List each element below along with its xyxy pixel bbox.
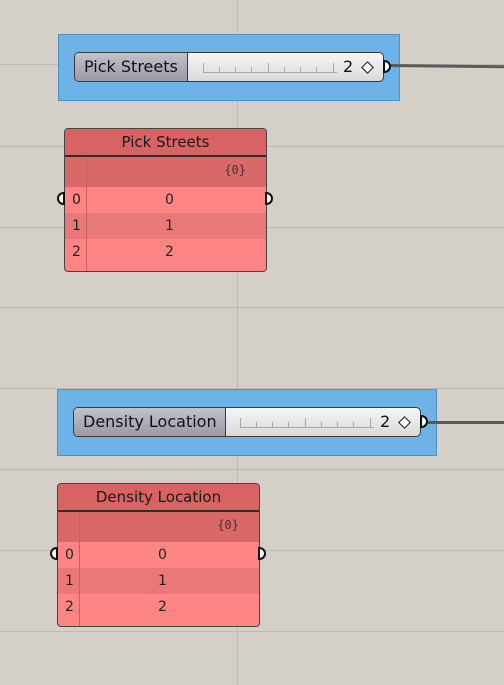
slider-value: 2 (343, 57, 354, 76)
output-wire (426, 421, 504, 424)
panel-title: Density Location (58, 484, 259, 512)
list-item: 2 2 (65, 239, 266, 265)
grid-line (0, 631, 504, 632)
slider-track[interactable] (203, 60, 337, 73)
index-divider (79, 512, 80, 626)
grid-line (0, 469, 504, 470)
list-item: 1 1 (58, 568, 259, 594)
panel-output-port[interactable] (265, 192, 273, 205)
item-value: 1 (165, 218, 174, 234)
item-index: 0 (65, 547, 74, 563)
grid-line (0, 388, 504, 389)
branch-path: {0} (224, 163, 246, 177)
item-index: 1 (72, 218, 81, 234)
panel-input-port[interactable] (57, 192, 65, 205)
slider-grip-icon[interactable] (361, 61, 374, 74)
panel-output-port[interactable] (258, 547, 266, 560)
panel-pick-streets[interactable]: Pick Streets {0} 0 0 1 1 2 2 (64, 128, 267, 272)
panel-path-header: {0} (58, 512, 259, 542)
list-item: 1 1 (65, 213, 266, 239)
slider-label[interactable]: Density Location (74, 408, 226, 436)
slider-value: 2 (380, 412, 391, 431)
panel-input-port[interactable] (50, 547, 58, 560)
item-value: 1 (158, 573, 167, 589)
item-value: 2 (158, 599, 167, 615)
slider-grip-icon[interactable] (398, 416, 411, 429)
panel-density-location[interactable]: Density Location {0} 0 0 1 1 2 2 (57, 483, 260, 627)
item-index: 2 (65, 599, 74, 615)
item-index: 0 (72, 192, 81, 208)
slider-track[interactable] (240, 415, 374, 428)
branch-path: {0} (217, 518, 239, 532)
item-index: 2 (72, 244, 81, 260)
index-divider (86, 157, 87, 271)
item-value: 0 (165, 192, 174, 208)
list-item: 0 0 (58, 542, 259, 568)
item-value: 2 (165, 244, 174, 260)
number-slider-pick-streets[interactable]: Pick Streets 2 (74, 52, 384, 82)
grid-line (0, 307, 504, 308)
slider-label[interactable]: Pick Streets (75, 53, 188, 81)
panel-title: Pick Streets (65, 129, 266, 157)
slider-output-port[interactable] (420, 415, 428, 428)
grid-line (237, 0, 238, 685)
list-item: 0 0 (65, 187, 266, 213)
slider-output-port[interactable] (383, 60, 391, 73)
panel-path-header: {0} (65, 157, 266, 187)
number-slider-density-location[interactable]: Density Location 2 (73, 407, 421, 437)
output-wire (387, 64, 504, 69)
item-index: 1 (65, 573, 74, 589)
list-item: 2 2 (58, 594, 259, 620)
item-value: 0 (158, 547, 167, 563)
